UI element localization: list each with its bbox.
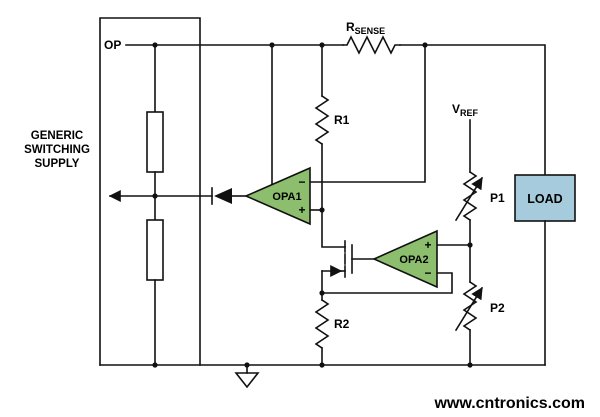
opa2-triangle-icon [372,229,438,289]
junction-dot [422,42,428,48]
junction-dot [319,362,325,368]
diode [154,187,247,205]
rsense-label-sub: SENSE [355,26,386,36]
junction-dot [319,207,325,213]
r1-to-mosfet-drain-wire [321,143,346,248]
load-label: LOAD [527,192,562,206]
vref-branch: VREF P1 P2 [452,102,505,366]
op-output-label: OP [104,38,121,52]
opa1-triangle-icon [244,166,311,226]
supply-labels: GENERIC SWITCHING SUPPLY OP [24,38,121,170]
junction-dot [269,42,275,48]
supply-box-outline [99,17,201,366]
r1-zigzag-icon [314,94,330,146]
mosfet [321,240,375,278]
vref-label-sub: REF [460,108,479,118]
opa1-label: OPA1 [272,191,301,203]
p1-label: P1 [490,191,505,205]
supply-label-line3: SUPPLY [35,158,80,170]
watermark-text: www.cntronics.com [433,395,585,412]
divider-resistor-lower-icon [146,219,164,281]
junction-dot [152,193,158,199]
junction-dot [244,362,250,368]
load-box [514,174,576,222]
p2-label: P2 [490,301,505,315]
junction-dot [152,362,158,368]
r1-label: R1 [334,113,350,127]
p2-wiper-arrow-icon [454,286,484,332]
supply-box-edges [99,17,201,366]
ground-symbol [234,364,260,389]
junction-dot [467,362,473,368]
load-block: LOAD [514,174,576,366]
opa2-plus-sign: + [424,238,431,252]
junction-dots [152,42,473,368]
junction-dot [319,290,325,296]
output-rail-right [399,44,546,176]
output-rail [125,44,546,176]
opa1-inverting-input-wire [309,44,426,183]
p1-wiper-arrow-icon [454,176,484,222]
vref-label: VREF [452,102,479,118]
r2-label: R2 [334,317,350,331]
supply-feedback-divider [108,44,164,366]
opamp-opa2: OPA2 + − [321,229,471,294]
divider-resistor-upper-icon [146,111,164,173]
opa2-minus-sign: − [424,266,431,280]
rsense-resistor: RSENSE [342,20,401,55]
rsense-label-base: R [346,20,355,34]
opa2-feedback-wire [321,272,453,294]
supply-label-line1: GENERIC [31,130,83,142]
vref-label-base: V [452,102,460,116]
junction-dot [319,42,325,48]
opa1-minus-sign: − [298,175,305,189]
junction-dot [467,242,473,248]
opa1-plus-sign: + [298,203,305,217]
r2-zigzag-icon [314,298,330,350]
center-branch: R1 R2 [314,44,350,366]
opamp-opa1: OPA1 − + [244,44,426,226]
junction-dot [152,42,158,48]
ground-triangle-icon [234,372,260,389]
rsense-zigzag-icon [342,35,401,55]
supply-label-line2: SWITCHING [24,144,90,156]
diode-triangle-icon [214,188,232,204]
opa2-label: OPA2 [399,254,428,266]
rsense-label: RSENSE [346,20,385,36]
